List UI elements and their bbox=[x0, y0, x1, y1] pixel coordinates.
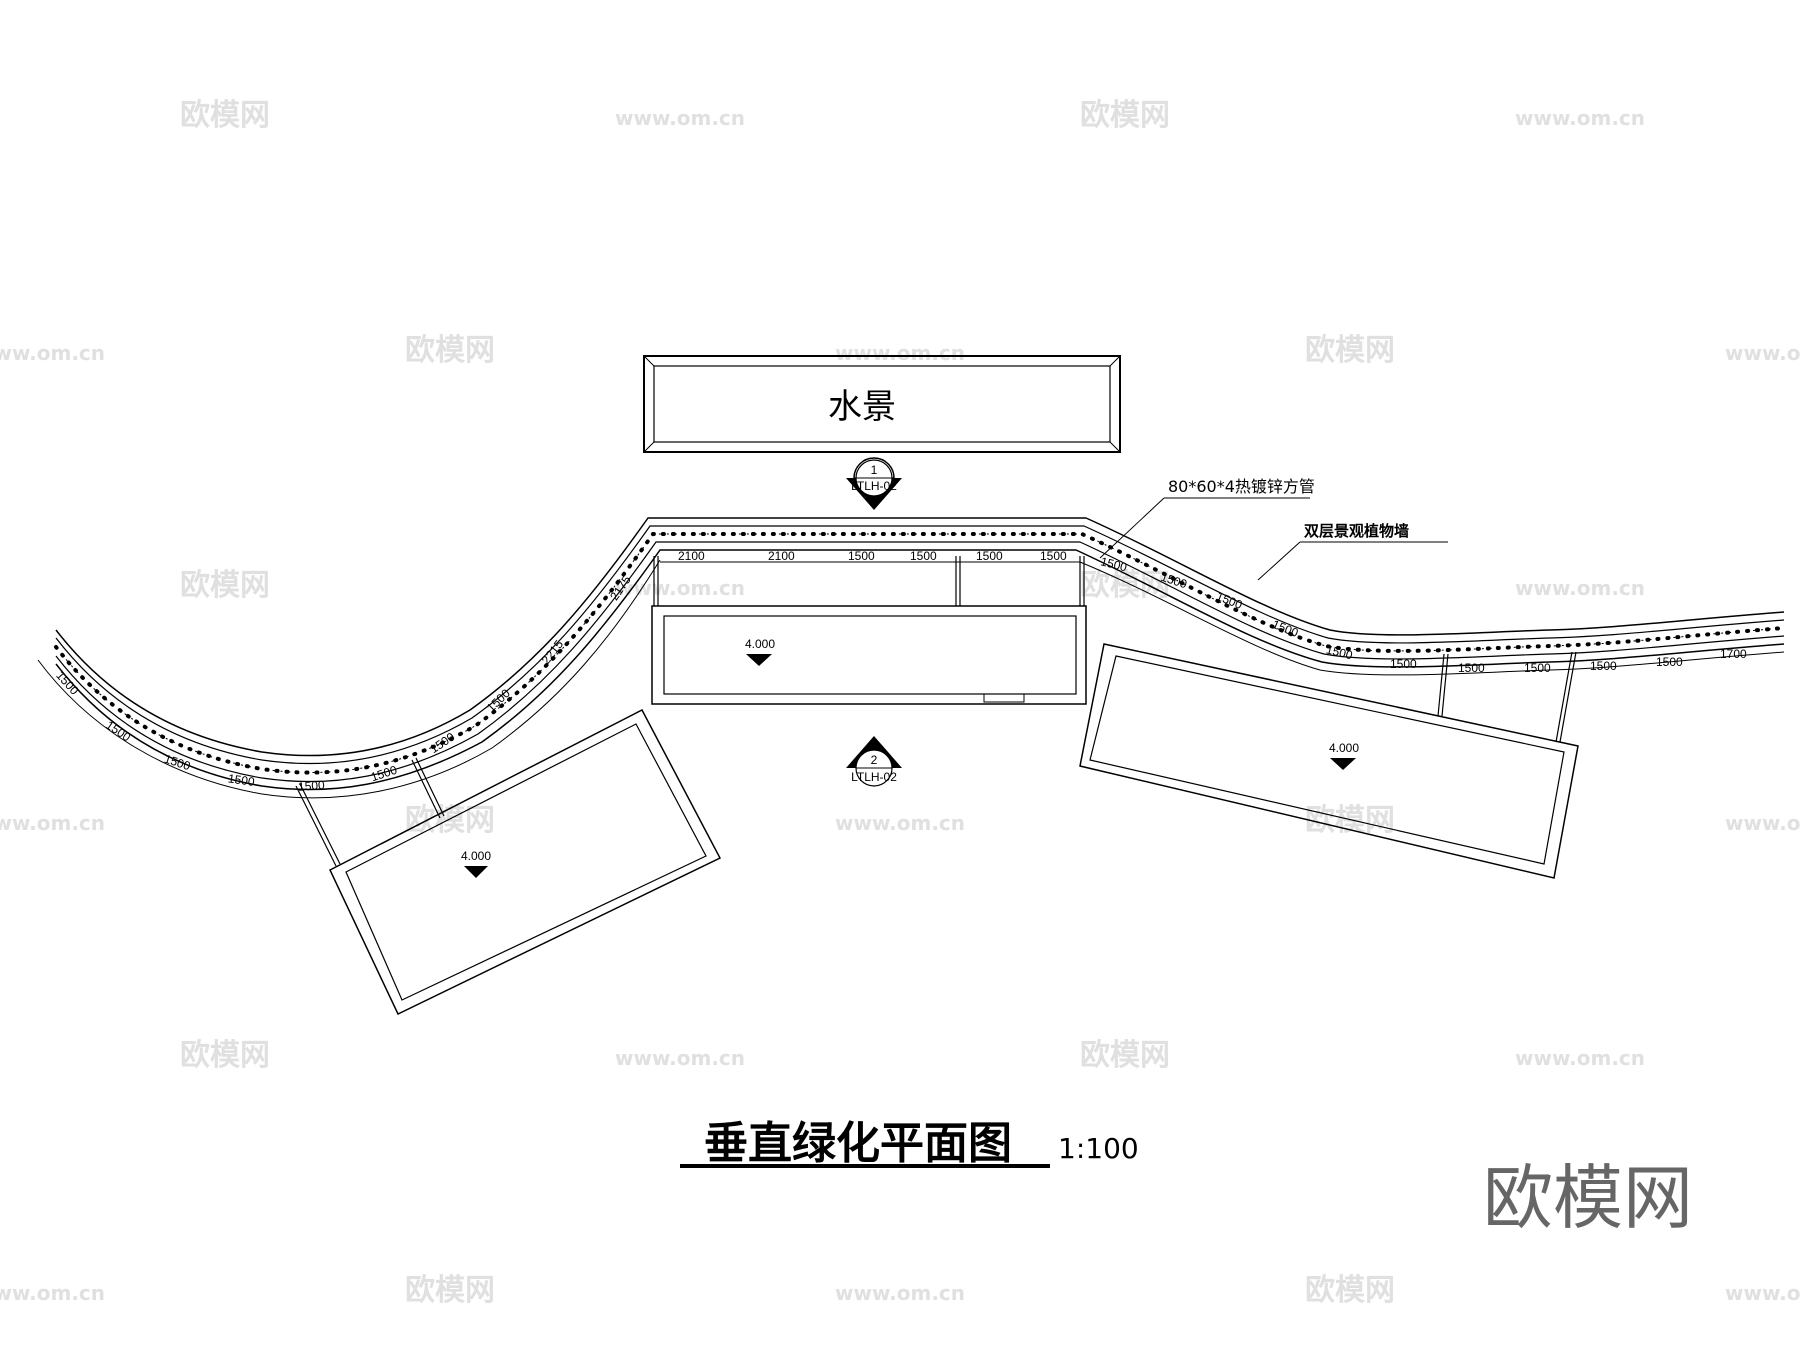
dim-right-0: 1500 bbox=[1099, 554, 1129, 574]
dim-middle-0: 2100 bbox=[678, 549, 705, 563]
watermark-url-2-0: www.om.cn bbox=[615, 576, 745, 600]
watermark-brand-4-0: 欧模网 bbox=[180, 1038, 270, 1073]
watermark-url-1-1: www.om.cn bbox=[835, 341, 965, 365]
dim-right-2: 1500 bbox=[1214, 589, 1244, 612]
planter-right: 4.000 bbox=[1079, 643, 1579, 879]
watermark-brand-2-0: 欧模网 bbox=[180, 568, 270, 603]
watermark-url-4-0: www.om.cn bbox=[615, 1046, 745, 1070]
section-1-number: 1 bbox=[871, 463, 878, 477]
watermark-url-4-1: www.om.cn bbox=[1515, 1046, 1645, 1070]
title-text: 垂直绿化平面图 bbox=[704, 1118, 1012, 1169]
dim-left-8: 2215 bbox=[539, 637, 567, 667]
watermark-brand-5-0: 欧模网 bbox=[405, 1273, 495, 1308]
watermark-url-2-1: www.om.cn bbox=[1515, 576, 1645, 600]
section-1-sheet: LTLH-02 bbox=[851, 479, 897, 493]
watermark-url-3-1: www.om.cn bbox=[835, 811, 965, 835]
watermark-layer: 欧模网欧模网www.om.cnwww.om.cn欧模网欧模网www.om.cnw… bbox=[0, 98, 1800, 1308]
watermark-url-1-2: www.om.cn bbox=[1725, 341, 1800, 365]
dim-right-8: 1500 bbox=[1590, 659, 1617, 673]
watermark-url-5-1: www.om.cn bbox=[835, 1281, 965, 1305]
dim-right-6: 1500 bbox=[1458, 661, 1485, 675]
drawing-title: 垂直绿化平面图 1:100 bbox=[680, 1118, 1139, 1169]
dim-middle-5: 1500 bbox=[1040, 549, 1067, 563]
dim-right-9: 1500 bbox=[1656, 655, 1683, 669]
dim-left-4: 1500 bbox=[298, 778, 326, 794]
dim-left-3: 1500 bbox=[227, 771, 256, 789]
dim-left-1: 1500 bbox=[103, 718, 133, 745]
planter-right-elevation: 4.000 bbox=[1329, 741, 1359, 755]
section-marker-2[interactable]: 2 LTLH-02 bbox=[846, 736, 902, 787]
water-feature: 水景 bbox=[643, 355, 1121, 453]
planter-middle: 4.000 bbox=[651, 556, 1087, 705]
dim-right-5: 1500 bbox=[1390, 657, 1417, 671]
watermark-url-0-1: www.om.cn bbox=[1515, 106, 1645, 130]
title-scale: 1:100 bbox=[1058, 1132, 1139, 1165]
watermark-url-5-2: www.om.cn bbox=[1725, 1281, 1800, 1305]
watermark-brand-0-0: 欧模网 bbox=[180, 98, 270, 133]
brand-logo: 欧模网 bbox=[1483, 1157, 1693, 1239]
section-marker-1[interactable]: 1 LTLH-02 bbox=[846, 457, 902, 510]
section-2-number: 2 bbox=[871, 753, 878, 767]
water-feature-label: 水景 bbox=[828, 387, 896, 427]
watermark-brand-1-1: 欧模网 bbox=[1305, 333, 1395, 368]
dim-right-7: 1500 bbox=[1524, 661, 1551, 675]
watermark-brand-4-1: 欧模网 bbox=[1080, 1038, 1170, 1073]
dim-middle-3: 1500 bbox=[910, 549, 937, 563]
dim-middle-2: 1500 bbox=[848, 549, 875, 563]
dim-left-2: 1500 bbox=[162, 752, 192, 774]
dim-middle-1: 2100 bbox=[768, 549, 795, 563]
annotation-wall: 双层景观植物墙 bbox=[1257, 522, 1448, 581]
watermark-brand-1-0: 欧模网 bbox=[405, 333, 495, 368]
planting-wall bbox=[54, 517, 1786, 791]
watermark-url-3-0: www.om.cn bbox=[0, 811, 105, 835]
watermark-url-3-2: www.om.cn bbox=[1725, 811, 1800, 835]
dimension-layer: 1500 1500 1500 1500 1500 1500 1500 1500 … bbox=[37, 549, 1785, 799]
watermark-brand-5-1: 欧模网 bbox=[1305, 1273, 1395, 1308]
annotation-pipe-text: 80*60*4热镀锌方管 bbox=[1168, 477, 1315, 496]
section-2-sheet: LTLH-02 bbox=[851, 770, 897, 784]
watermark-url-0-0: www.om.cn bbox=[615, 106, 745, 130]
planter-middle-elevation: 4.000 bbox=[745, 637, 775, 651]
annotation-pipe: 80*60*4热镀锌方管 bbox=[1099, 477, 1315, 559]
watermark-brand-0-1: 欧模网 bbox=[1080, 98, 1170, 133]
watermark-url-1-0: www.om.cn bbox=[0, 341, 105, 365]
dim-right-4: 1500 bbox=[1325, 642, 1355, 662]
watermark-url-5-0: www.om.cn bbox=[0, 1281, 105, 1305]
planter-left-elevation: 4.000 bbox=[461, 849, 491, 863]
annotation-wall-text: 双层景观植物墙 bbox=[1304, 522, 1409, 540]
watermark-brand-3-1: 欧模网 bbox=[1305, 803, 1395, 838]
dim-right-10: 1700 bbox=[1720, 647, 1747, 661]
dim-middle-4: 1500 bbox=[976, 549, 1003, 563]
planter-left: 4.000 bbox=[295, 708, 722, 1016]
